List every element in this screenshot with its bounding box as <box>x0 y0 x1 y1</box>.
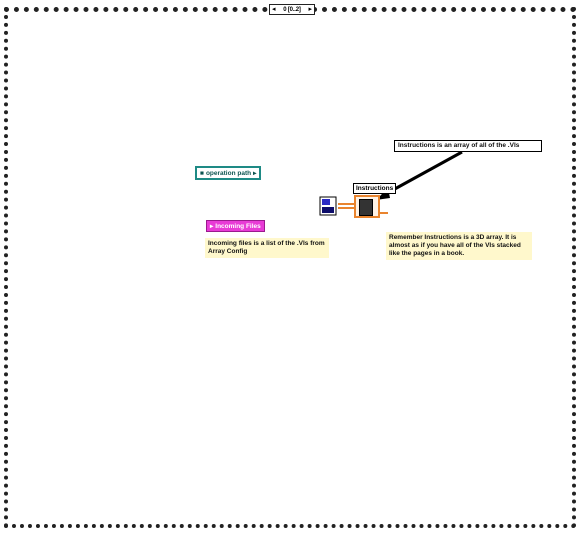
instructions-label: Instructions <box>353 183 397 194</box>
array-icon <box>359 199 373 216</box>
increment-arrow-icon[interactable]: ▸ <box>308 6 312 13</box>
remember-comment: Remember Instructions is a 3D array. It … <box>386 232 532 260</box>
case-selector-label: 0 [0..2] <box>283 6 301 13</box>
operation-path-terminal[interactable]: ■ operation path ▸ <box>195 166 262 180</box>
instructions-comment: Instructions is an array of all of the .… <box>394 140 542 152</box>
terminal-arrow-icon: ▸ <box>253 170 257 177</box>
incoming-files-terminal[interactable]: ▸ Incoming Files <box>206 220 265 232</box>
index-array-node[interactable] <box>354 195 380 218</box>
decrement-arrow-icon[interactable]: ◂ <box>272 6 276 13</box>
terminal-arrow-icon: ▸ <box>210 223 214 230</box>
vi-file-icon[interactable] <box>319 196 337 216</box>
case-selector[interactable]: ◂ 0 [0..2] ▸ <box>269 4 315 15</box>
path-type-icon: ■ <box>200 169 204 177</box>
incoming-files-comment: Incoming files is a list of the .VIs fro… <box>205 238 329 258</box>
